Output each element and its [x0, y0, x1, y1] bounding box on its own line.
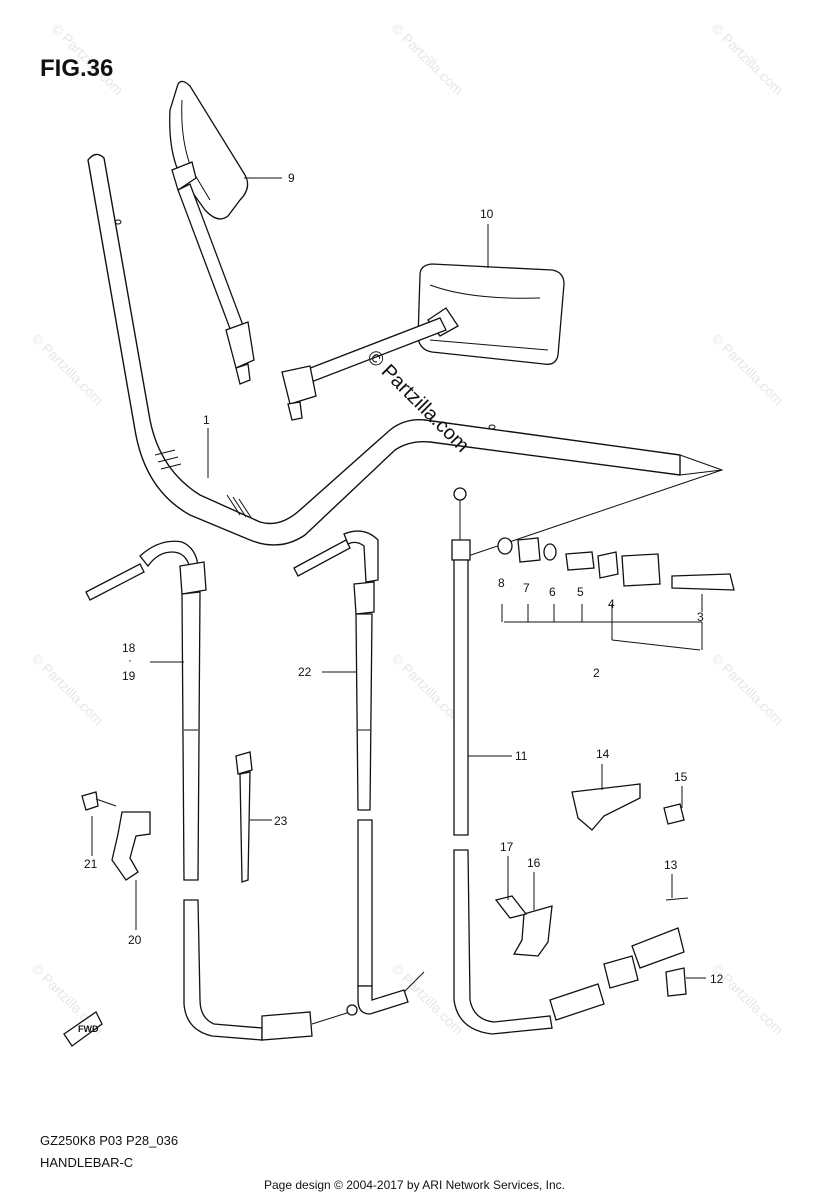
callout-5: 5 — [577, 585, 584, 599]
callout-18: 18 — [122, 641, 136, 655]
bolt-17 — [494, 895, 528, 919]
leader-lines — [91, 177, 706, 979]
callout-16: 16 — [527, 856, 541, 870]
throttle-cable — [85, 540, 358, 1041]
callout-11: 11 — [515, 749, 528, 763]
callout-19-dot: · — [128, 653, 132, 667]
callout-14: 14 — [596, 747, 610, 761]
callout-10: 10 — [480, 207, 494, 221]
handlebar — [87, 153, 724, 557]
mirror-right — [281, 263, 565, 421]
bolt-21 — [81, 791, 117, 811]
callout-4: 4 — [608, 597, 615, 611]
callout-19: 19 — [122, 669, 136, 683]
handlebar-weight-group — [497, 537, 735, 651]
fwd-arrow-label: FWD — [78, 1024, 99, 1034]
group-name: HANDLEBAR-C — [40, 1155, 134, 1170]
callout-labels: 1 2 3 4 5 6 7 8 9 10 11 12 13 14 15 16 1… — [84, 171, 724, 986]
callout-13: 13 — [664, 858, 678, 872]
figure-title: FIG.36 — [40, 55, 114, 82]
callout-8: 8 — [498, 576, 505, 590]
callout-21: 21 — [84, 857, 98, 871]
cable-tie-23 — [235, 751, 253, 883]
callout-20: 20 — [128, 933, 142, 947]
callout-3: 3 — [697, 610, 704, 624]
clamp-20 — [111, 811, 151, 881]
bracket-14 — [571, 783, 641, 831]
callout-7: 7 — [523, 581, 530, 595]
bolt-12 — [665, 967, 687, 997]
callout-23: 23 — [274, 814, 288, 828]
callout-12: 12 — [710, 972, 724, 986]
callout-15: 15 — [674, 770, 688, 784]
callout-6: 6 — [549, 585, 556, 599]
model-code: GZ250K8 P03 P28_036 — [40, 1133, 179, 1148]
pin-13 — [665, 897, 689, 901]
clamp-16 — [512, 905, 553, 957]
callout-9: 9 — [288, 171, 295, 185]
callout-2: 2 — [593, 666, 600, 680]
callout-17: 17 — [500, 840, 514, 854]
mirror-left — [169, 80, 255, 385]
callout-22: 22 — [298, 665, 312, 679]
callout-1: 1 — [203, 413, 210, 427]
screw-15 — [663, 803, 685, 825]
fwd-arrow: FWD — [63, 1011, 103, 1047]
footer-copyright: Page design © 2004-2017 by ARI Network S… — [263, 1178, 565, 1192]
cable-22 — [293, 530, 425, 1015]
cable-11 — [451, 487, 685, 1035]
